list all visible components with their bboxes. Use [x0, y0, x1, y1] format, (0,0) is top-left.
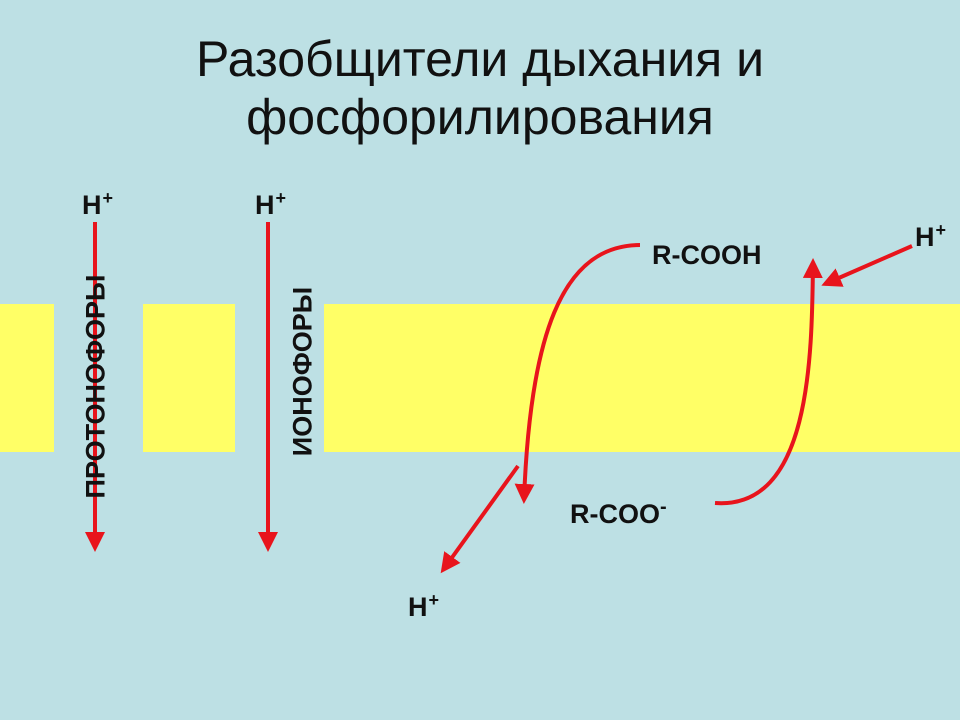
plus-sign: +: [102, 188, 114, 208]
h-plus-label-ionophore-top: H+: [255, 188, 286, 221]
h-plus-label-bottom: H+: [408, 590, 439, 623]
minus-sign: -: [660, 496, 667, 518]
slide-title-line-2: фосфорилирования: [246, 89, 714, 145]
h-letter: H: [408, 592, 428, 622]
h-plus-label-protonophore-top: H+: [82, 188, 113, 221]
bind-proton-arrow: [821, 244, 913, 287]
slide-title: Разобщители дыхания и фосфорилирования: [0, 30, 960, 146]
release-proton-arrow: [440, 464, 520, 574]
rcooh-label: R-COOH: [652, 240, 762, 270]
rcooh-to-membrane-arrow: [514, 243, 641, 504]
plus-sign: +: [428, 590, 440, 610]
plus-sign: +: [275, 188, 287, 208]
rcoo-text: R-COO: [570, 499, 660, 529]
membrane-segment-3: [324, 304, 960, 452]
h-letter: H: [255, 190, 275, 220]
membrane-segment-1: [0, 304, 54, 452]
h-letter: H: [82, 190, 102, 220]
rcoo-return-arrow: [714, 258, 823, 506]
h-letter: H: [915, 222, 935, 252]
membrane-segment-2: [143, 304, 235, 452]
slide-title-line-1: Разобщители дыхания и: [195, 31, 765, 87]
h-plus-label-right: H+: [915, 220, 946, 253]
ionophores-label: ИОНОФОРЫ: [287, 286, 318, 457]
rcoo-label: R-COO-: [570, 496, 667, 530]
protonophores-label: ПРОТОНОФОРЫ: [80, 274, 111, 499]
plus-sign: +: [935, 220, 947, 240]
